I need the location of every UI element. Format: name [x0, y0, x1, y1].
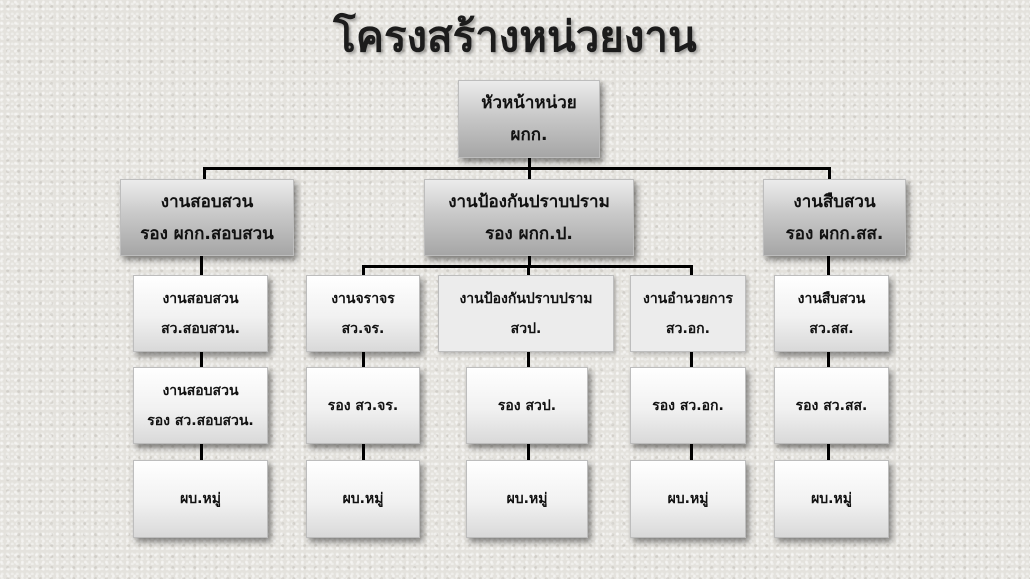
- branch-prevention-box: งานป้องกันปราบปราม รอง ผกก.ป.: [424, 179, 634, 256]
- unit-label: รอง สว.อก.: [652, 397, 724, 414]
- unit-box: รอง สว.สส.: [774, 367, 889, 444]
- squad-leader-box: ผบ.หมู่: [630, 460, 746, 538]
- connector-drop-center: [528, 167, 531, 179]
- unit-rank: สว.จร.: [341, 320, 385, 337]
- unit-label: ผบ.หมู่: [667, 491, 709, 507]
- unit-box: รอง สว.อก.: [630, 367, 746, 444]
- unit-label: ผบ.หมู่: [811, 491, 852, 507]
- squad-leader-box: ผบ.หมู่: [774, 460, 889, 538]
- unit-box: งานสอบสวน รอง สว.สอบสวน.: [133, 367, 268, 444]
- branch-label: งานป้องกันปราบปราม: [448, 191, 610, 212]
- unit-label: งานป้องกันปราบปราม: [459, 290, 593, 307]
- branch-rank: รอง ผกก.สส.: [785, 223, 884, 244]
- connector-left-column: [200, 256, 203, 466]
- unit-rank: สวป.: [510, 320, 542, 337]
- unit-label: ผบ.หมู่: [180, 491, 221, 507]
- branch-rank: รอง ผกก.สอบสวน: [140, 223, 274, 244]
- unit-rank: สว.อก.: [666, 320, 710, 337]
- squad-leader-box: ผบ.หมู่: [466, 460, 588, 538]
- unit-rank: สว.สอบสวน.: [161, 320, 240, 337]
- branch-detective-box: งานสืบสวน รอง ผกก.สส.: [763, 179, 906, 256]
- connector-right-column: [827, 256, 830, 466]
- unit-rank: สว.สส.: [809, 320, 854, 337]
- connector-traffic-column: [362, 265, 365, 465]
- connector-drop-left: [203, 167, 206, 179]
- squad-leader-box: ผบ.หมู่: [306, 460, 420, 538]
- branch-investigation-box: งานสอบสวน รอง ผกก.สอบสวน: [120, 179, 294, 256]
- unit-box: รอง สว.จร.: [306, 367, 420, 444]
- unit-box: งานป้องกันปราบปราม สวป.: [438, 275, 614, 352]
- unit-label: รอง สว.สส.: [795, 397, 868, 414]
- unit-label: รอง สว.จร.: [327, 397, 399, 414]
- branch-label: งานสอบสวน: [160, 191, 254, 212]
- connector-center-down: [528, 256, 531, 267]
- unit-label: งานสอบสวน: [162, 382, 239, 399]
- unit-label: งานสอบสวน: [162, 290, 239, 307]
- head-of-unit-box: หัวหน้าหน่วย ผกก.: [458, 80, 600, 158]
- unit-rank: รอง สว.สอบสวน.: [147, 412, 254, 429]
- head-of-unit-title: หัวหน้าหน่วย: [481, 93, 577, 113]
- unit-box: รอง สวป.: [466, 367, 588, 444]
- unit-label: งานจราจร: [331, 290, 395, 307]
- page-title: โครงสร้างหน่วยงาน: [333, 12, 697, 61]
- unit-label: งานอำนวยการ: [642, 290, 734, 307]
- branch-rank: รอง ผกก.ป.: [485, 223, 573, 244]
- unit-box: งานอำนวยการ สว.อก.: [630, 275, 746, 352]
- unit-label: รอง สวป.: [497, 397, 557, 414]
- unit-box: งานสืบสวน สว.สส.: [774, 275, 889, 352]
- unit-label: ผบ.หมู่: [506, 491, 548, 507]
- unit-box: งานจราจร สว.จร.: [306, 275, 420, 352]
- unit-box: งานสอบสวน สว.สอบสวน.: [133, 275, 268, 352]
- connector-branch-bar: [203, 167, 830, 170]
- unit-label: งานสืบสวน: [797, 290, 866, 307]
- unit-label: ผบ.หมู่: [342, 491, 384, 507]
- branch-label: งานสืบสวน: [793, 191, 876, 212]
- squad-leader-box: ผบ.หมู่: [133, 460, 268, 538]
- connector-top-down: [528, 158, 531, 169]
- connector-admin-column: [690, 265, 693, 465]
- connector-prevention-column: [527, 265, 530, 465]
- head-of-unit-rank: ผกก.: [510, 125, 548, 145]
- connector-drop-right: [828, 167, 831, 179]
